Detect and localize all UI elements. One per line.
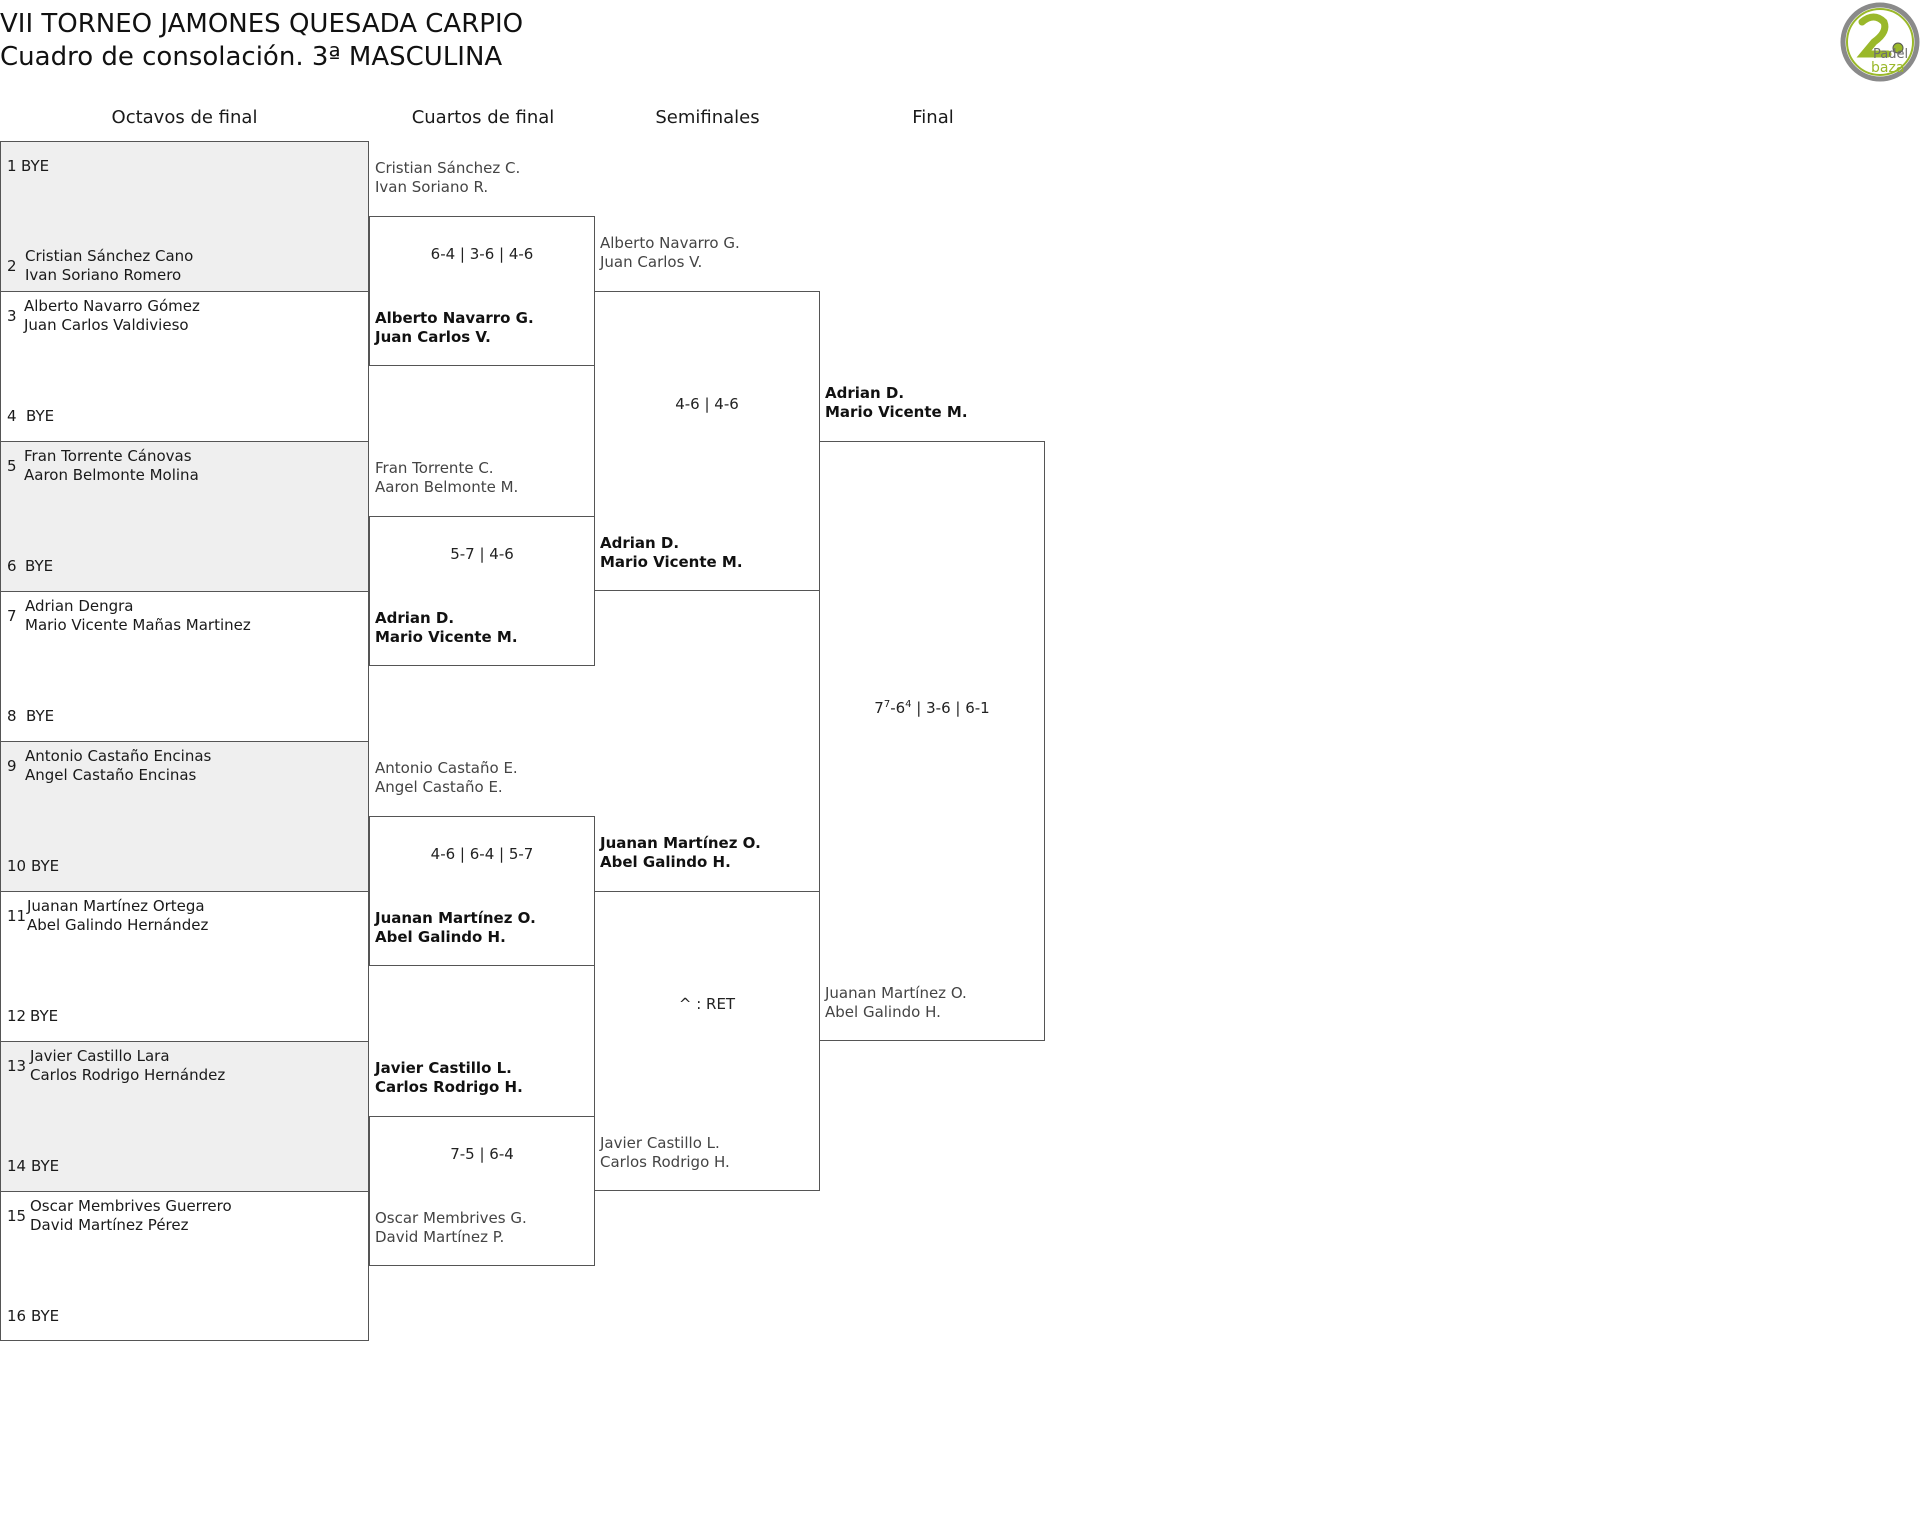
- bye-label: BYE: [31, 1307, 60, 1325]
- match-box-final: 77-64 | 3-6 | 6-1 Juanan Martínez O.Abel…: [819, 441, 1045, 1041]
- match-box-cuartos-3: 4-6 | 6-4 | 5-7 Juanan Martínez O.Abel G…: [369, 816, 595, 966]
- qf2-bottom-team: Adrian D.Mario Vicente M.: [375, 609, 518, 646]
- qf1-score: 6-4 | 3-6 | 4-6: [430, 245, 534, 263]
- player-name: Antonio Castaño Encinas: [25, 747, 212, 765]
- page-title: VII TORNEO JAMONES QUESADA CARPIO: [0, 9, 524, 39]
- match-box-semifinal-1: 4-6 | 4-6 Adrian D.Mario Vicente M.: [594, 291, 820, 591]
- player-name: Ivan Soriano Romero: [25, 266, 182, 284]
- match-box-octavos-2: 3 Alberto Navarro Gómez Juan Carlos Vald…: [0, 291, 369, 442]
- bye-label: BYE: [26, 707, 55, 725]
- match-box-octavos-6: 11 Juanan Martínez Ortega Abel Galindo H…: [0, 891, 369, 1042]
- sf2-bottom-team: Javier Castillo L.Carlos Rodrigo H.: [600, 1134, 730, 1171]
- match-box-cuartos-1: 6-4 | 3-6 | 4-6 Alberto Navarro G.Juan C…: [369, 216, 595, 366]
- match-box-octavos-3: 5 Fran Torrente Cánovas Aaron Belmonte M…: [0, 441, 369, 592]
- round-header-octavos: Octavos de final: [111, 107, 258, 128]
- player-name: Angel Castaño Encinas: [25, 766, 197, 784]
- qf4-top-team: Javier Castillo L.Carlos Rodrigo H.: [375, 1059, 523, 1096]
- team-names: Oscar Membrives Guerrero David Martínez …: [30, 1197, 232, 1235]
- qf2-score: 5-7 | 4-6: [450, 545, 514, 563]
- qf4-bottom-team: Oscar Membrives G.David Martínez P.: [375, 1209, 527, 1246]
- seed-number: 6: [7, 557, 17, 575]
- qf1-top-team: Cristian Sánchez C.Ivan Soriano R.: [375, 159, 521, 196]
- team-names: Javier Castillo Lara Carlos Rodrigo Hern…: [30, 1047, 225, 1085]
- round-header-final: Final: [912, 107, 954, 128]
- seed-number: 11: [7, 907, 27, 925]
- match-box-octavos-5: 9 Antonio Castaño Encinas Angel Castaño …: [0, 741, 369, 892]
- player-name: Adrian Dengra: [25, 597, 134, 615]
- seed-number: 4: [7, 407, 17, 425]
- seed-number: 1: [7, 157, 17, 175]
- team-names: Cristian Sánchez Cano Ivan Soriano Romer…: [25, 247, 193, 285]
- seed-number: 5: [7, 457, 17, 475]
- bye-label: BYE: [25, 557, 54, 575]
- player-name: Abel Galindo Hernández: [27, 916, 209, 934]
- sf2-score: ^ : RET: [678, 995, 736, 1013]
- bye-label: BYE: [30, 1007, 59, 1025]
- match-box-octavos-8: 15 Oscar Membrives Guerrero David Martín…: [0, 1191, 369, 1341]
- player-name: Carlos Rodrigo Hernández: [30, 1066, 226, 1084]
- bye-label: BYE: [21, 157, 50, 175]
- seed-number: 8: [7, 707, 17, 725]
- seed-number: 10: [7, 857, 27, 875]
- logo-text-top: Padel: [1873, 47, 1908, 62]
- player-name: Juanan Martínez Ortega: [27, 897, 205, 915]
- team-names: Adrian Dengra Mario Vicente Mañas Martin…: [25, 597, 251, 635]
- sf1-score: 4-6 | 4-6: [675, 395, 739, 413]
- match-box-cuartos-2: 5-7 | 4-6 Adrian D.Mario Vicente M.: [369, 516, 595, 666]
- sf1-bottom-team: Adrian D.Mario Vicente M.: [600, 534, 743, 571]
- bye-label: BYE: [31, 857, 60, 875]
- player-name: Aaron Belmonte Molina: [24, 466, 199, 484]
- team-names: Alberto Navarro Gómez Juan Carlos Valdiv…: [24, 297, 200, 335]
- player-name: Cristian Sánchez Cano: [25, 247, 194, 265]
- round-header-cuartos: Cuartos de final: [411, 107, 555, 128]
- match-box-semifinal-2: ^ : RET Javier Castillo L.Carlos Rodrigo…: [594, 891, 820, 1191]
- player-name: David Martínez Pérez: [30, 1216, 189, 1234]
- final-score: 77-64 | 3-6 | 6-1: [874, 699, 990, 717]
- seed-number: 9: [7, 757, 17, 775]
- seed-number: 15: [7, 1207, 27, 1225]
- player-name: Oscar Membrives Guerrero: [30, 1197, 232, 1215]
- seed-number: 12: [7, 1007, 27, 1025]
- player-name: Fran Torrente Cánovas: [24, 447, 192, 465]
- match-box-cuartos-4: 7-5 | 6-4 Oscar Membrives G.David Martín…: [369, 1116, 595, 1266]
- match-box-octavos-4: 7 Adrian Dengra Mario Vicente Mañas Mart…: [0, 591, 369, 742]
- logo-text-bottom: baza: [1871, 60, 1904, 76]
- player-name: Mario Vicente Mañas Martinez: [25, 616, 251, 634]
- seed-number: 16: [7, 1307, 27, 1325]
- qf1-bottom-team: Alberto Navarro G.Juan Carlos V.: [375, 309, 534, 346]
- final-bottom-team: Juanan Martínez O.Abel Galindo H.: [825, 984, 967, 1021]
- team-names: Juanan Martínez Ortega Abel Galindo Hern…: [27, 897, 208, 935]
- match-box-octavos-1: 1 BYE 2 Cristian Sánchez Cano Ivan Soria…: [0, 141, 369, 292]
- seed-number: 7: [7, 607, 17, 625]
- seed-number: 2: [7, 257, 17, 275]
- seed-number: 13: [7, 1057, 27, 1075]
- qf3-top-team: Antonio Castaño E.Angel Castaño E.: [375, 759, 518, 796]
- qf2-top-team: Fran Torrente C.Aaron Belmonte M.: [375, 459, 519, 496]
- padel-baza-logo: Padel baza: [1840, 2, 1920, 82]
- player-name: Javier Castillo Lara: [30, 1047, 170, 1065]
- final-top-team: Adrian D.Mario Vicente M.: [825, 384, 968, 421]
- round-header-semifinales: Semifinales: [655, 107, 760, 128]
- qf3-bottom-team: Juanan Martínez O.Abel Galindo H.: [375, 909, 536, 946]
- qf4-score: 7-5 | 6-4: [450, 1145, 514, 1163]
- seed-number: 3: [7, 307, 17, 325]
- sf2-top-team: Juanan Martínez O.Abel Galindo H.: [600, 834, 761, 871]
- team-names: Antonio Castaño Encinas Angel Castaño En…: [25, 747, 211, 785]
- page-subtitle: Cuadro de consolación. 3ª MASCULINA: [0, 42, 503, 72]
- sf1-top-team: Alberto Navarro G.Juan Carlos V.: [600, 234, 740, 271]
- seed-number: 14: [7, 1157, 27, 1175]
- match-box-octavos-7: 13 Javier Castillo Lara Carlos Rodrigo H…: [0, 1041, 369, 1192]
- player-name: Alberto Navarro Gómez: [24, 297, 200, 315]
- team-names: Fran Torrente Cánovas Aaron Belmonte Mol…: [24, 447, 199, 485]
- player-name: Juan Carlos Valdivieso: [24, 316, 189, 334]
- bye-label: BYE: [26, 407, 55, 425]
- qf3-score: 4-6 | 6-4 | 5-7: [430, 845, 534, 863]
- bye-label: BYE: [31, 1157, 60, 1175]
